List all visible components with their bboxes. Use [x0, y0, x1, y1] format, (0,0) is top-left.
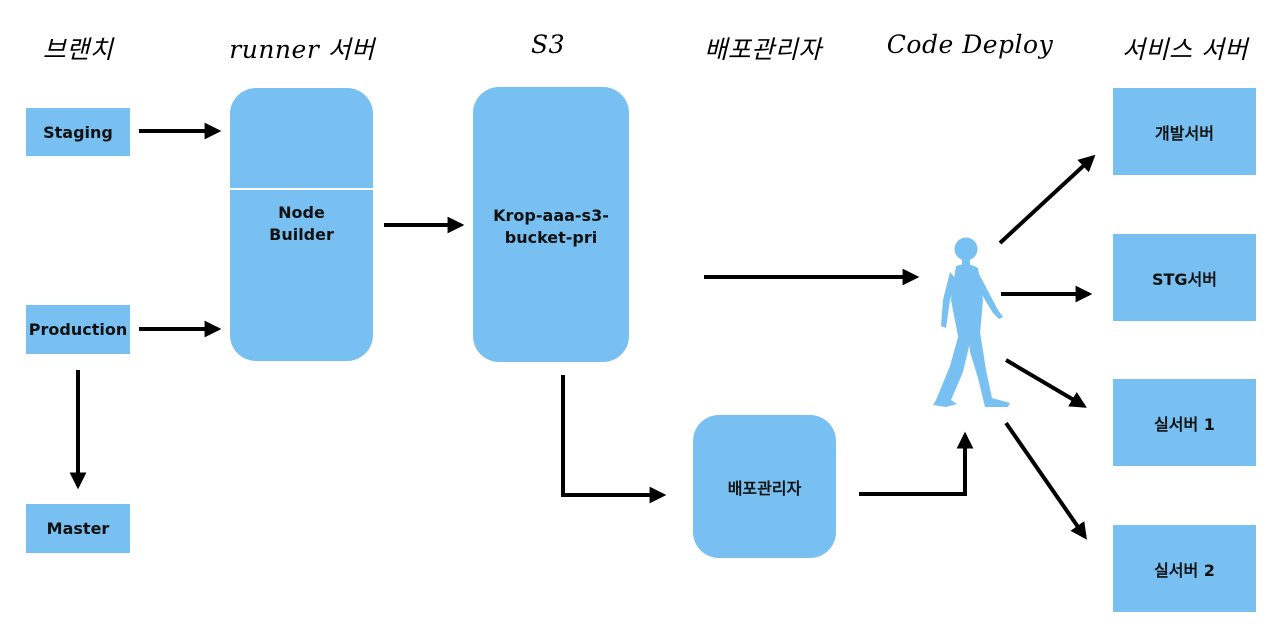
arrow-code-deploy-to-real2: [1004, 421, 1087, 540]
branch-master-label: Master: [46, 519, 110, 538]
service-dev-server-label: 개발서버: [1155, 123, 1214, 143]
arrow-code-deploy-to-dev: [998, 154, 1096, 245]
branch-staging-label: Staging: [43, 122, 113, 142]
deploy-manager-label: 배포관리자: [727, 478, 802, 498]
service-real-server-2-label: 실서버 2: [1154, 560, 1215, 580]
s3-bucket-label: Krop-aaa-s3-bucket-pri: [493, 206, 609, 247]
service-stg-server-label: STG서버: [1151, 269, 1217, 289]
service-stg-server-box: STG서버: [1113, 234, 1256, 321]
walking-person-icon: [933, 237, 1010, 407]
service-real-server-2-box: 실서버 2: [1113, 525, 1256, 612]
runner-divider: [230, 188, 373, 190]
header-code-deploy: Code Deploy: [886, 30, 1054, 59]
arrow-s3-to-deploy-manager: [561, 375, 667, 504]
header-service-server: 서비스 서버: [1122, 35, 1248, 64]
runner-node-builder-label: Node Builder: [269, 202, 334, 244]
branch-staging-box: Staging: [26, 108, 130, 156]
runner-node-builder-box: Node Builder: [230, 88, 373, 361]
service-real-server-1-box: 실서버 1: [1113, 379, 1256, 466]
branch-production-label: Production: [28, 320, 128, 339]
header-s3: S3: [530, 30, 566, 59]
branch-master-box: Master: [26, 504, 130, 553]
header-runner-server: runner 서버: [229, 35, 375, 64]
service-dev-server-box: 개발서버: [1113, 88, 1256, 175]
service-real-server-1-label: 실서버 1: [1154, 414, 1215, 434]
arrow-deploy-manager-to-code-deploy: [859, 431, 974, 496]
header-branch: 브랜치: [42, 35, 114, 64]
branch-production-box: Production: [26, 305, 130, 354]
s3-bucket-box: Krop-aaa-s3-bucket-pri: [473, 87, 629, 362]
arrow-code-deploy-to-real1: [1004, 358, 1087, 408]
deploy-manager-box: 배포관리자: [693, 415, 836, 558]
header-deploy-manager: 배포관리자: [704, 35, 822, 64]
